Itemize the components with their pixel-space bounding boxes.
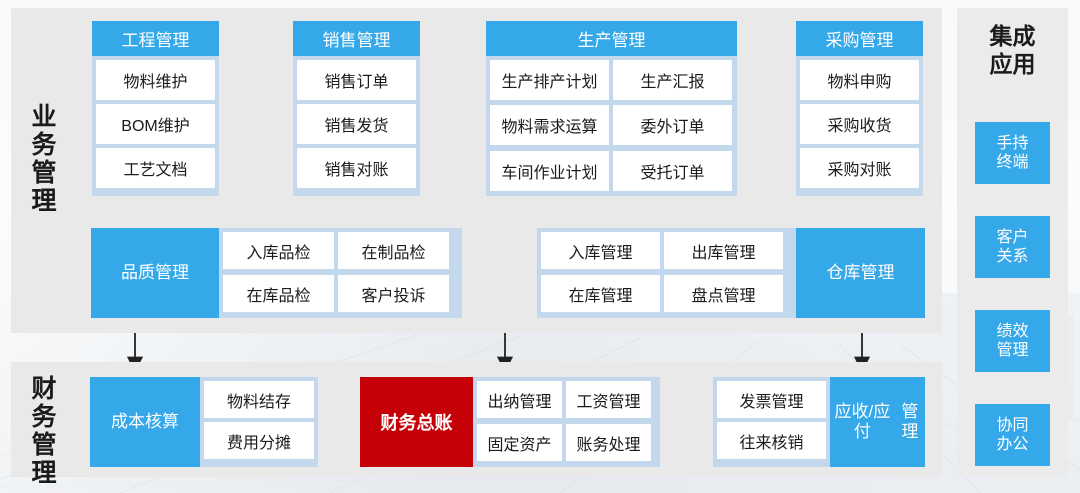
- module-wip-inspection[interactable]: 在制品检: [338, 232, 449, 269]
- group-cost-title: 成本核算: [90, 377, 200, 467]
- module-production-report[interactable]: 生产汇报: [613, 60, 732, 100]
- module-bom-maintenance[interactable]: BOM维护: [96, 104, 215, 144]
- app-performance-management[interactable]: 绩效管理: [975, 310, 1050, 372]
- module-purchase-receipt[interactable]: 采购收货: [800, 104, 919, 144]
- module-fixed-assets[interactable]: 固定资产: [477, 424, 562, 461]
- group-engineering-body: 物料维护 BOM维护 工艺文档: [92, 56, 219, 196]
- group-quality-body: 入库品检 在制品检 在库品检 客户投诉: [219, 228, 462, 318]
- module-workshop-plan[interactable]: 车间作业计划: [490, 150, 609, 191]
- group-purchasing-management[interactable]: 采购管理 物料申购 采购收货 采购对账: [796, 21, 923, 196]
- module-expense-allocation[interactable]: 费用分摊: [204, 422, 314, 459]
- module-stock-inspection[interactable]: 在库品检: [223, 275, 334, 312]
- group-production-management[interactable]: 生产管理 生产排产计划 生产汇报 物料需求运算 委外订单 车间作业计划 受托订单: [486, 21, 737, 196]
- group-purchasing-title: 采购管理: [796, 21, 923, 56]
- module-outsourcing-order[interactable]: 委外订单: [613, 105, 732, 146]
- finance-management-label: 财务管理: [31, 375, 57, 487]
- business-management-label: 业务管理: [31, 103, 57, 215]
- module-outbound-management[interactable]: 出库管理: [664, 232, 783, 269]
- group-sales-management[interactable]: 销售管理 销售订单 销售发货 销售对账: [293, 21, 420, 196]
- module-general-ledger[interactable]: 财务总账: [360, 377, 473, 467]
- module-accounting-processing[interactable]: 账务处理: [566, 424, 651, 461]
- group-receivable-title: 应收/应付管理: [830, 377, 925, 467]
- module-stocktaking-management[interactable]: 盘点管理: [664, 275, 783, 312]
- group-quality-title: 品质管理: [91, 228, 219, 318]
- app-handheld-terminal[interactable]: 手持终端: [975, 122, 1050, 184]
- group-engineering-management[interactable]: 工程管理 物料维护 BOM维护 工艺文档: [92, 21, 219, 196]
- module-sales-reconciliation[interactable]: 销售对账: [297, 148, 416, 188]
- module-inbound-inspection[interactable]: 入库品检: [223, 232, 334, 269]
- module-material-maintenance[interactable]: 物料维护: [96, 60, 215, 100]
- module-sales-order[interactable]: 销售订单: [297, 60, 416, 100]
- module-material-requisition[interactable]: 物料申购: [800, 60, 919, 100]
- group-production-title: 生产管理: [486, 21, 737, 56]
- module-process-document[interactable]: 工艺文档: [96, 148, 215, 188]
- group-production-body: 生产排产计划 生产汇报 物料需求运算 委外订单 车间作业计划 受托订单: [486, 56, 737, 196]
- group-purchasing-body: 物料申购 采购收货 采购对账: [796, 56, 923, 196]
- group-sales-title: 销售管理: [293, 21, 420, 56]
- module-stock-management[interactable]: 在库管理: [541, 275, 660, 312]
- module-production-schedule[interactable]: 生产排产计划: [490, 60, 609, 100]
- group-warehouse-body: 入库管理 出库管理 在库管理 盘点管理: [537, 228, 796, 318]
- group-receivable-payable-management[interactable]: 发票管理 往来核销 应收/应付管理: [713, 377, 925, 467]
- app-customer-relationship[interactable]: 客户关系: [975, 216, 1050, 278]
- module-entrusted-order[interactable]: 受托订单: [613, 150, 732, 191]
- module-purchase-reconciliation[interactable]: 采购对账: [800, 148, 919, 188]
- module-customer-complaint[interactable]: 客户投诉: [338, 275, 449, 312]
- group-warehouse-management[interactable]: 入库管理 出库管理 在库管理 盘点管理 仓库管理: [537, 228, 925, 318]
- module-sales-delivery[interactable]: 销售发货: [297, 104, 416, 144]
- group-quality-management[interactable]: 品质管理 入库品检 在制品检 在库品检 客户投诉: [91, 228, 462, 318]
- module-inbound-management[interactable]: 入库管理: [541, 232, 660, 269]
- module-payroll-management[interactable]: 工资管理: [566, 381, 651, 418]
- app-collaborative-office[interactable]: 协同办公: [975, 404, 1050, 466]
- group-receivable-body: 发票管理 往来核销: [713, 377, 830, 467]
- module-mrp[interactable]: 物料需求运算: [490, 105, 609, 146]
- group-finance-detail[interactable]: 出纳管理 工资管理 固定资产 账务处理: [473, 377, 660, 467]
- group-cost-body: 物料结存 费用分摊: [200, 377, 318, 467]
- module-material-balance[interactable]: 物料结存: [204, 381, 314, 418]
- group-finance-detail-body: 出纳管理 工资管理 固定资产 账务处理: [473, 377, 660, 467]
- group-cost-accounting[interactable]: 成本核算 物料结存 费用分摊: [90, 377, 318, 467]
- module-invoice-management[interactable]: 发票管理: [717, 381, 826, 418]
- integrated-applications-title: 集成应用: [989, 23, 1036, 77]
- group-warehouse-title: 仓库管理: [796, 228, 925, 318]
- group-engineering-title: 工程管理: [92, 21, 219, 56]
- group-sales-body: 销售订单 销售发货 销售对账: [293, 56, 420, 196]
- module-settlement-writeoff[interactable]: 往来核销: [717, 422, 826, 459]
- module-cashier-management[interactable]: 出纳管理: [477, 381, 562, 418]
